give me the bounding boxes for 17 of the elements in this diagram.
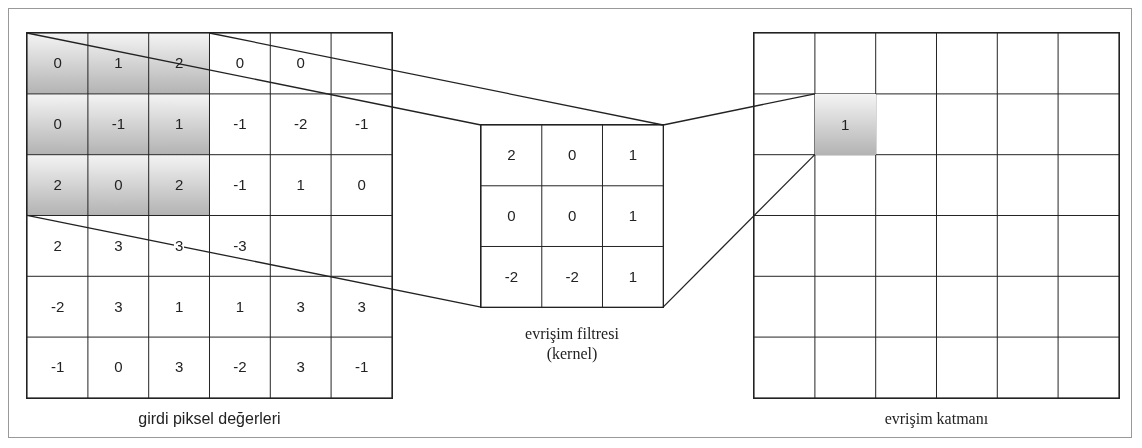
- cell-value: 0: [114, 176, 123, 194]
- cell-value: 1: [175, 115, 184, 134]
- projection-line: [208, 32, 664, 126]
- cell-value: 0: [53, 54, 62, 73]
- cell-value: 0: [53, 115, 62, 134]
- filter-caption: evrişim filtresi (kernel): [524, 324, 620, 364]
- grid-caption: evrişim katmanı: [883, 410, 990, 428]
- cell-value: 2: [53, 176, 62, 194]
- projection-line: [26, 32, 482, 126]
- output-cell: 1: [814, 93, 876, 155]
- projection-line: [662, 93, 816, 126]
- grid-caption: girdi piksel değerleri: [137, 410, 282, 428]
- highlighted-window: [27, 33, 210, 216]
- cell-value: -1: [111, 115, 126, 134]
- cell-value: 2: [175, 176, 184, 194]
- cell-value: 1: [114, 54, 123, 73]
- projection-line: [26, 214, 482, 308]
